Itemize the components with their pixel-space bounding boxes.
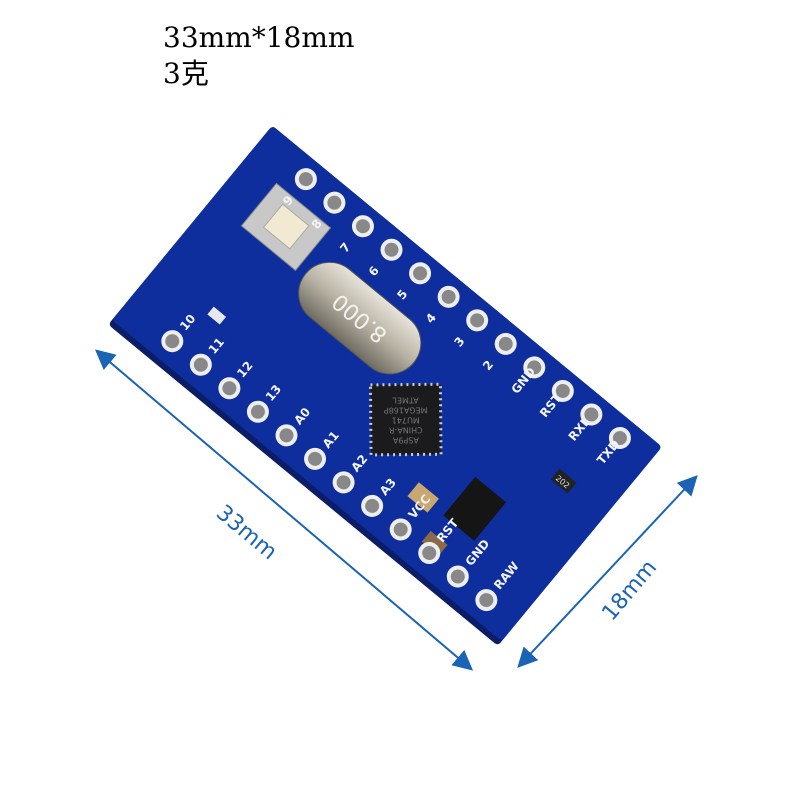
pin-hole: [275, 424, 298, 447]
pin-hole: [494, 332, 517, 355]
pin-hole: [332, 471, 355, 494]
microcontroller-chip: ATMEL MEGA168P MU741 CHINA-R ASP9A: [368, 382, 443, 457]
capacitor: [407, 482, 439, 513]
pin-hole: [523, 356, 546, 379]
pin-hole: [437, 285, 460, 308]
pin-hole: [389, 518, 412, 541]
crystal-oscillator: 8.000: [298, 261, 422, 375]
pin-hole: [351, 215, 374, 238]
pin-hole: [466, 309, 489, 332]
svg-text:CHINA-R: CHINA-R: [389, 425, 423, 434]
width-dimension-arrow: [517, 475, 698, 668]
pcb: [113, 127, 661, 640]
pin-hole: [608, 427, 631, 450]
svg-text:ATMEL: ATMEL: [392, 395, 419, 404]
pin-hole: [551, 379, 574, 402]
pin-hole: [409, 262, 432, 285]
pin-hole: [161, 330, 184, 353]
pin-hole: [189, 353, 212, 376]
power-led: [207, 306, 227, 325]
svg-text:MU741: MU741: [392, 415, 420, 424]
pin-hole: [446, 565, 469, 588]
pin-hole: [294, 168, 317, 191]
voltage-regulator: [443, 476, 507, 541]
pin-hole: [418, 542, 441, 565]
pin-hole: [246, 400, 269, 423]
pin-hole: [361, 494, 384, 517]
pin-hole: [304, 447, 327, 470]
svg-text:MEGA168P: MEGA168P: [384, 405, 428, 414]
length-label: 33mm: [211, 500, 281, 565]
reset-button: [240, 182, 332, 272]
pin-hole: [580, 403, 603, 426]
length-dimension-arrow: [94, 349, 474, 671]
weight-caption: 3克: [163, 57, 209, 90]
size-caption: 33mm*18mm: [163, 21, 355, 54]
pin-hole: [218, 377, 241, 400]
svg-text:ASP9A: ASP9A: [392, 435, 419, 444]
resistor: [550, 468, 577, 494]
pin-hole: [380, 238, 403, 261]
pin-hole: [475, 589, 498, 612]
pin-hole: [323, 191, 346, 214]
capacitor: [421, 530, 448, 556]
width-label: 18mm: [597, 556, 662, 626]
